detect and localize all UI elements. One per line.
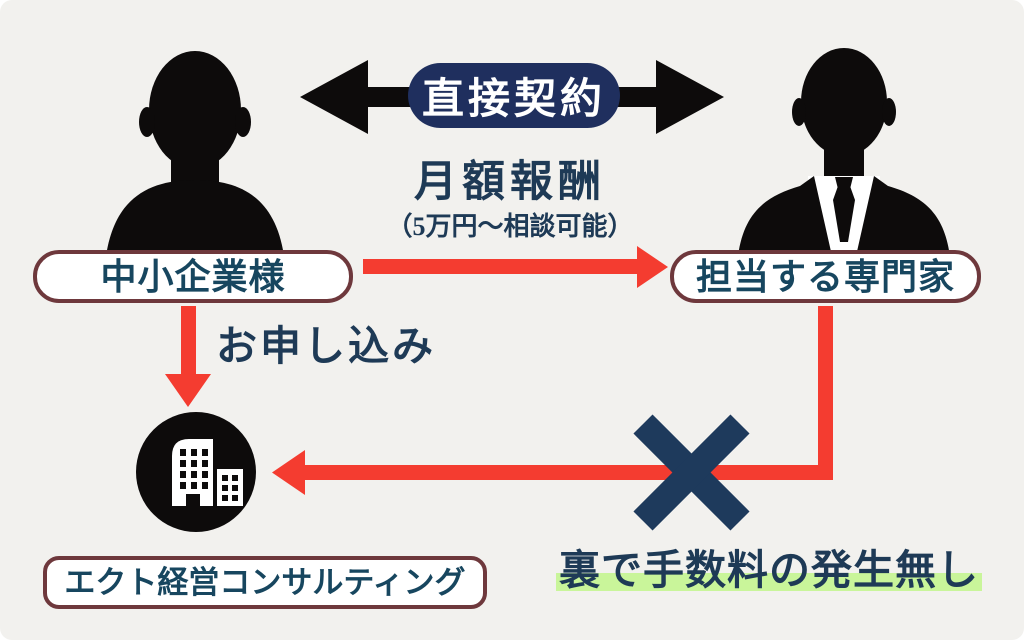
no-fee-label: 裏で手数料の発生無し: [556, 547, 982, 593]
referral-fee-arrow: [272, 306, 833, 495]
x-mark-icon: [633, 414, 750, 531]
company-label: エクト経営コンサルティング: [64, 565, 466, 600]
no-fee-note: 裏で手数料の発生無し: [556, 543, 982, 598]
direct-contract-badge: 直接契約: [408, 63, 620, 128]
monthly-fee-subtitle: （5万円～相談可能）: [386, 212, 634, 241]
client-node: 中小企業様: [33, 250, 353, 303]
expert-node: 担当する専門家: [670, 250, 981, 303]
company-building-icon: [136, 412, 256, 532]
application-label: お申し込み: [216, 323, 436, 369]
expert-person-silhouette-icon: [728, 28, 960, 256]
company-node: エクト経営コンサルティング: [43, 556, 487, 609]
application-arrow: [165, 306, 211, 407]
expert-label: 担当する専門家: [695, 255, 955, 297]
client-label: 中小企業様: [100, 255, 286, 297]
monthly-fee-arrow: [363, 246, 668, 288]
direct-contract-label: 直接契約: [421, 77, 606, 123]
monthly-fee-title: 月額報酬: [414, 159, 606, 206]
client-person-silhouette-icon: [85, 30, 305, 256]
